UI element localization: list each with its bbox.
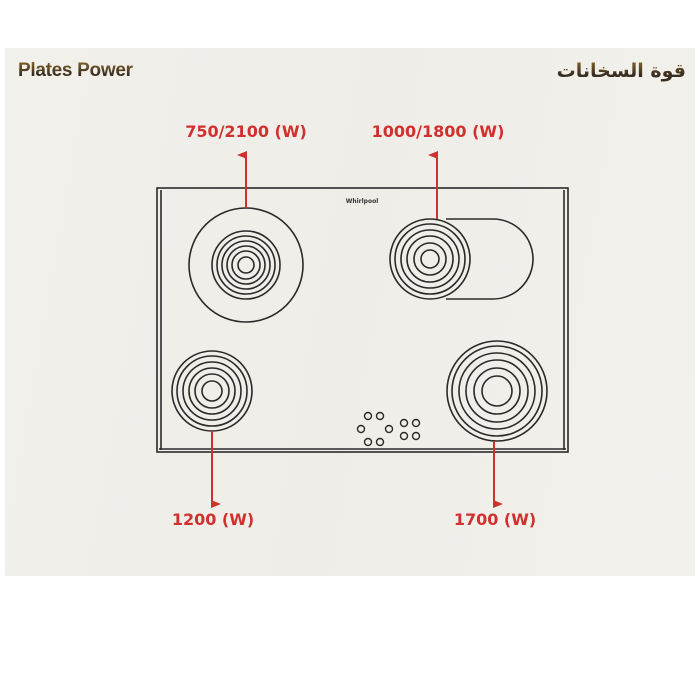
touch-controls (356, 411, 421, 447)
power-label-top-left: 750/2100 (W) (185, 122, 307, 141)
burner-top-right (389, 218, 534, 300)
diagram-panel (5, 48, 695, 576)
power-label-top-right: 1000/1800 (W) (371, 122, 505, 141)
power-label-bottom-left: 1200 (W) (171, 510, 255, 529)
burner-top-left (188, 207, 304, 323)
power-label-bottom-right: 1700 (W) (453, 510, 537, 529)
title-arabic: قوة السخانات (556, 60, 687, 82)
burner-bottom-right (446, 340, 548, 442)
brand-logo: Whirlpool (346, 198, 379, 205)
title-english: Plates Power (18, 60, 133, 81)
burner-bottom-left (171, 350, 253, 432)
hob-outline (156, 187, 569, 453)
